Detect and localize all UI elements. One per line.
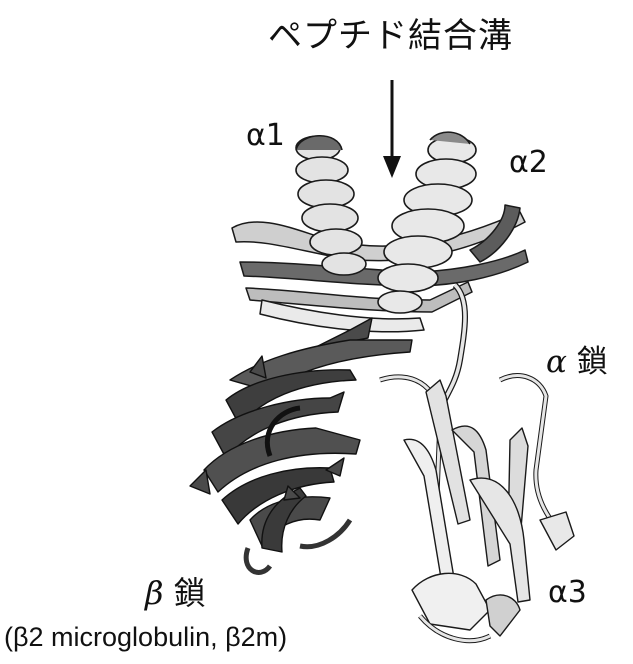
alpha3-label: α3 [548, 575, 587, 610]
alpha-chain-symbol: α [546, 344, 567, 380]
alpha-chain-word: 鎖 [577, 344, 608, 380]
beta-chain-label: β 鎖 [145, 568, 206, 614]
peptide-binding-groove-label: ペプチド結合溝 [268, 8, 513, 57]
alpha1-label: α1 [246, 118, 285, 153]
groove-arrow [383, 80, 401, 178]
beta2-microglobulin [190, 318, 412, 572]
peptide-groove-floor [232, 205, 528, 332]
alpha1-helix [296, 136, 366, 275]
alpha2-label: α2 [509, 145, 548, 180]
beta2-microglobulin-caption: (β2 microglobulin, β2m) [4, 622, 287, 653]
beta-chain-word: 鎖 [174, 574, 206, 612]
beta-chain-symbol: β [145, 574, 164, 612]
alpha3-domain [380, 376, 574, 641]
alpha-chain-label: α 鎖 [546, 336, 608, 381]
